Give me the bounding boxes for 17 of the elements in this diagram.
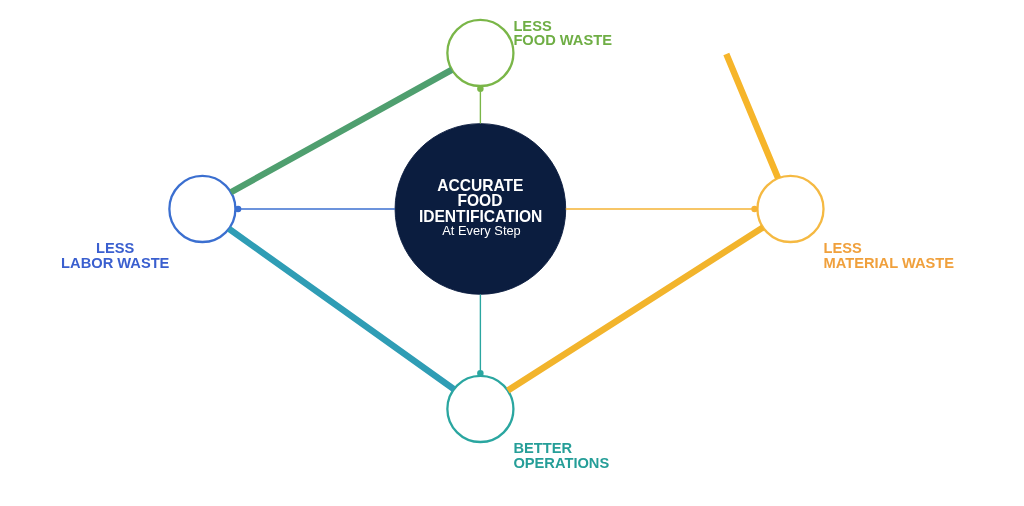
node-circle [445,18,515,88]
node-label: LESS FOOD WASTE [512,17,612,49]
connector [234,205,396,213]
node-circle [755,174,825,244]
node-circle [445,374,515,444]
connector [476,85,484,125]
node-circle: ACCURATE FOOD IDENTIFICATION At Every Step [394,123,566,295]
connector [476,293,484,377]
connector [228,67,453,195]
node-label: BETTER OPERATIONS [512,439,609,471]
connector [226,226,456,392]
node-circle [167,174,237,244]
connector [505,224,765,394]
node-label: LESS LABOR WASTE [60,239,169,271]
connector [722,52,781,180]
node-label: LESS MATERIAL WASTE [823,239,954,271]
connector [564,205,758,213]
